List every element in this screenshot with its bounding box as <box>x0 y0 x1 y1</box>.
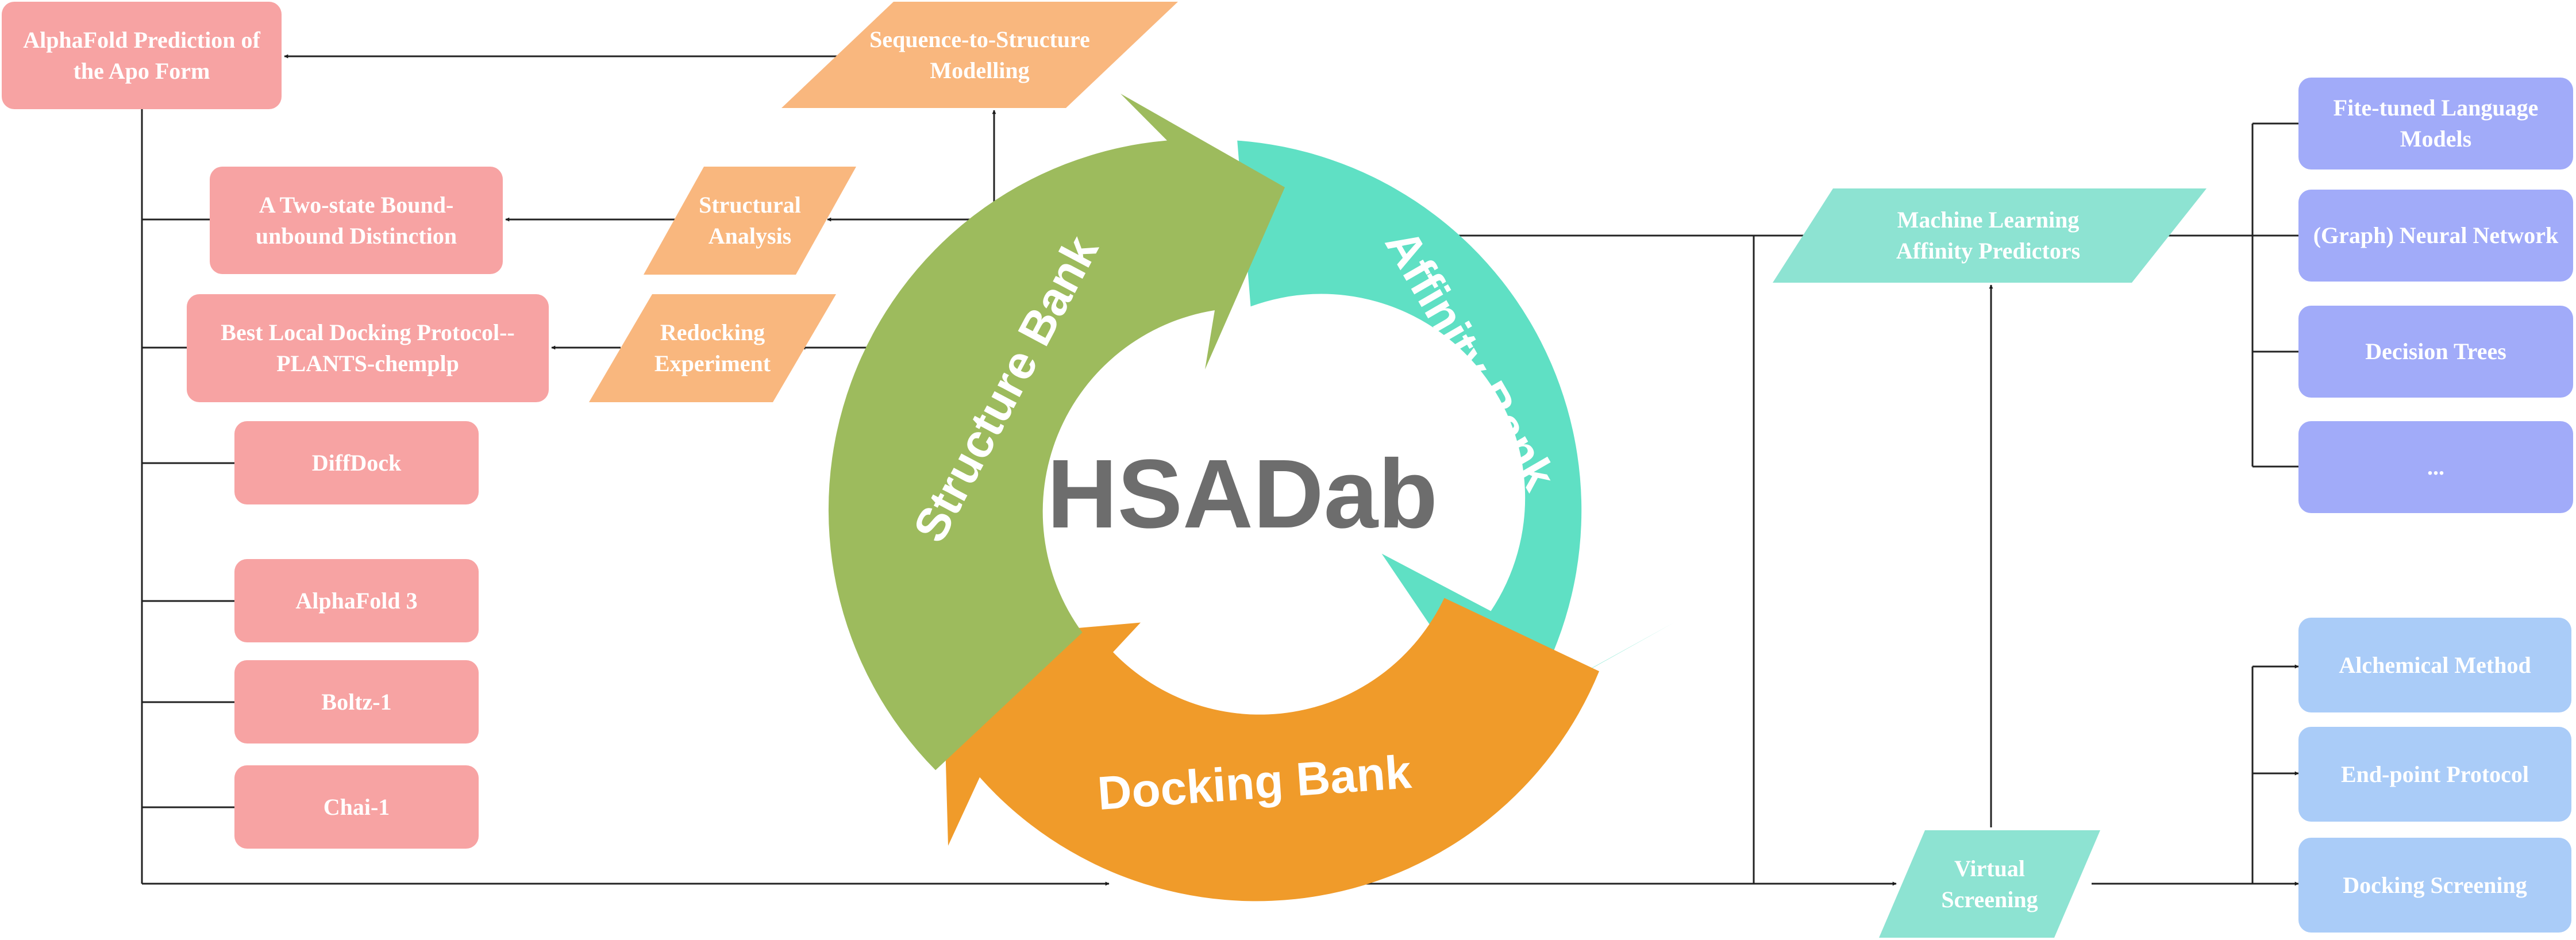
boltz1-text: Boltz-1 <box>321 688 392 715</box>
diffdock-box: DiffDock <box>234 421 479 504</box>
best-docking-text: Best Local Docking Protocol--PLANTS-chem… <box>221 319 515 376</box>
ml-method-language-models: Fite-tuned Language Models <box>2298 78 2573 169</box>
ml-method-text: ... <box>2427 454 2444 480</box>
chai1-text: Chai-1 <box>323 793 390 820</box>
ml-method-neural-network: (Graph) Neural Network <box>2298 190 2573 282</box>
virtual-screening-shape <box>1879 830 2100 938</box>
alphafold3-text: AlphaFold 3 <box>295 587 418 614</box>
two-state-text: A Two-state Bound-unbound Distinction <box>255 191 457 249</box>
center-title: HSADab <box>1047 440 1438 549</box>
ml-method-text: Decision Trees <box>2365 338 2506 364</box>
ml-method-more: ... <box>2298 421 2573 513</box>
alphafold-apo-text: AlphaFold Prediction of the Apo Form <box>23 26 260 84</box>
boltz1-box: Boltz-1 <box>234 660 479 743</box>
diffdock-text: DiffDock <box>311 449 402 476</box>
screening-method-alchemical: Alchemical Method <box>2298 618 2571 712</box>
alphafold-apo-box: AlphaFold Prediction of the Apo Form <box>2 2 282 109</box>
two-state-box: A Two-state Bound-unbound Distinction <box>210 167 503 274</box>
ml-method-decision-trees: Decision Trees <box>2298 306 2573 398</box>
chai1-box: Chai-1 <box>234 765 479 849</box>
best-docking-box: Best Local Docking Protocol--PLANTS-chem… <box>187 294 549 402</box>
structure-bank-arrow <box>828 94 1285 771</box>
screening-method-text: Docking Screening <box>2343 872 2527 898</box>
screening-method-text: Alchemical Method <box>2339 652 2531 678</box>
ml-method-text: (Graph) Neural Network <box>2313 222 2559 248</box>
screening-method-text: End-point Protocol <box>2340 761 2529 787</box>
parallelogram-shapes <box>589 2 2207 938</box>
ml-method-text: Fite-tuned Language Models <box>2333 95 2539 152</box>
affinity-bank-arrow <box>1237 140 1674 722</box>
cycle-arrows <box>828 94 1674 902</box>
right-connectors <box>1224 122 2299 886</box>
structural-analysis-shape <box>644 167 856 275</box>
screening-method-docking: Docking Screening <box>2298 838 2571 933</box>
alphafold3-box: AlphaFold 3 <box>234 559 479 642</box>
sequence-to-structure-shape <box>781 2 1178 108</box>
ml-predictors-shape <box>1773 188 2207 283</box>
screening-method-endpoint: End-point Protocol <box>2298 727 2571 822</box>
docking-bank-arrow <box>942 598 1599 902</box>
redocking-experiment-shape <box>589 294 836 402</box>
